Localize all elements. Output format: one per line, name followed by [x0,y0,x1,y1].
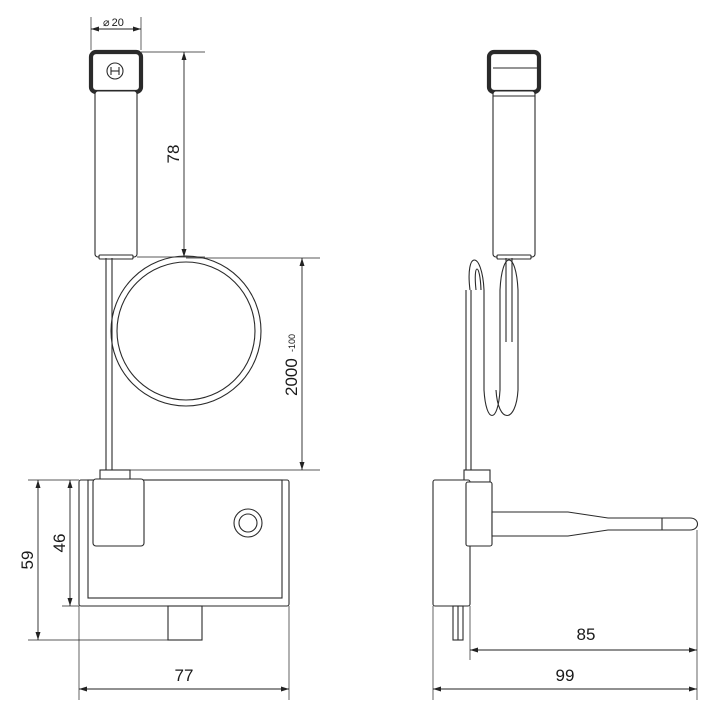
overall-depth-label: 99 [556,666,575,685]
adjustment-shaft [491,511,699,537]
housing-inner-height-label: 46 [50,534,69,553]
side-view: 85 99 [432,49,699,700]
dim-overall-depth: 99 [432,606,697,700]
dim-capillary-length: 2000 -100 [130,257,320,471]
capillary-length-label: 2000 [282,358,301,396]
sensor-bulb [88,49,144,260]
svg-text:⌀20: ⌀20 [103,17,124,29]
bulb-length-label: 78 [164,145,183,164]
control-housing [78,469,290,641]
diameter-symbol: ⌀ [103,17,110,29]
capillary-tolerance-label: -100 [287,334,297,352]
dim-bulb-length: 78 [137,51,205,258]
capillary-side [465,258,519,470]
capillary-coil [105,255,262,470]
front-view: ⌀20 78 2000 -100 59 [18,17,320,700]
dim-housing-width: 77 [78,606,290,700]
housing-width-label: 77 [175,666,194,685]
sensor-bulb-side [486,49,542,260]
diameter-value: 20 [112,17,124,29]
dim-shaft-length: 85 [469,530,698,700]
dim-housing-height: 59 [18,479,168,641]
shaft-length-label: 85 [577,625,596,644]
dim-housing-inner-height: 46 [50,480,79,607]
dim-diameter: ⌀20 [90,17,142,50]
control-housing-side [432,469,493,641]
housing-height-label: 59 [18,551,37,570]
